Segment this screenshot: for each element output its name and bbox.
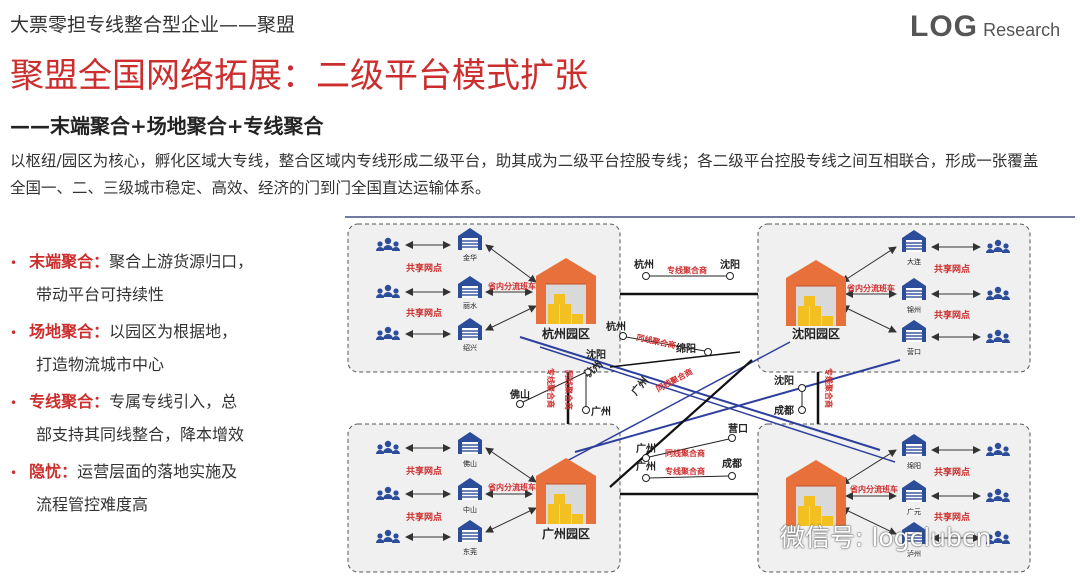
park-name: 沈阳园区	[792, 326, 840, 341]
line-aggregator-label: 专线聚合商	[824, 368, 834, 408]
wechat-watermark: 微信号: logclubcn	[780, 518, 991, 554]
route-node	[517, 401, 524, 408]
warehouse-label: 中山	[463, 505, 477, 514]
bullet-cont: 部支持其同线整合，降本增效	[10, 419, 310, 450]
cross-line-black-b	[610, 352, 740, 367]
line-aggregator-label: 专线聚合商	[665, 466, 705, 476]
bullet-concern: • 隐忧：运营层面的落地实施及 流程管控难度高	[10, 456, 310, 520]
park-name: 杭州园区	[542, 326, 590, 341]
line-aggregator-label: 专线聚合商	[546, 368, 556, 408]
route-city: 杭州	[606, 320, 626, 333]
line-aggregator-label: 专线聚合商	[667, 265, 707, 275]
route-node	[643, 455, 650, 462]
logo-big-text: LOG	[910, 10, 978, 43]
route-node	[705, 349, 712, 356]
bullet-text: 聚合上游货源归口，	[109, 252, 253, 271]
bullet-cont: 带动平台可持续性	[10, 279, 310, 310]
same-line-label: 同线聚合商	[564, 370, 574, 410]
route-city: 广州	[636, 442, 656, 455]
shared-node-label: 共享网点	[934, 466, 970, 478]
same-line-label: 同线聚合商	[665, 448, 705, 458]
route-node	[643, 273, 650, 280]
route-node	[583, 407, 590, 414]
route-city: 成都	[774, 404, 794, 417]
bullet-text: 以园区为根据地，	[109, 322, 237, 341]
shared-node-label: 共享网点	[406, 307, 442, 319]
warehouse-label: 东莞	[463, 547, 477, 556]
route-node	[643, 475, 650, 482]
shared-node-label: 共享网点	[406, 465, 442, 477]
route-city: 沈阳	[720, 258, 740, 271]
bullet-cont: 打造物流城市中心	[10, 349, 310, 380]
shared-node-label: 共享网点	[406, 262, 442, 274]
park-name: 广州园区	[542, 526, 590, 541]
bullet-text: 专属专线引入，总	[109, 392, 237, 411]
warehouse-label: 绍兴	[463, 343, 477, 352]
shared-node-label: 共享网点	[406, 511, 442, 523]
hub-bus-label: 省内分流班车	[846, 283, 895, 293]
hub-bus-label: 省内分流班车	[487, 482, 536, 492]
route-line	[649, 476, 729, 478]
route-node	[729, 435, 736, 442]
route-node	[727, 273, 734, 280]
bullet-dot-icon: •	[10, 256, 17, 270]
shared-node-label: 共享网点	[934, 309, 970, 321]
warehouse-label: 金华	[463, 253, 477, 262]
route-node	[620, 333, 627, 340]
warehouse-label: 营口	[907, 347, 921, 356]
bullet-terminal-aggregation: • 末端聚合：聚合上游货源归口， 带动平台可持续性	[10, 246, 310, 310]
logo: LOG Research	[910, 10, 1075, 50]
route-city: 沈阳	[586, 348, 606, 361]
route-node	[799, 385, 806, 392]
intro-paragraph: 以枢纽/园区为核心，孵化区域大专线，整合区域内专线形成二级平台，助其成为二级平台…	[10, 148, 1050, 202]
route-node	[729, 473, 736, 480]
same-line-label: 同线聚合商	[636, 332, 677, 350]
bullet-text: 运营层面的落地实施及	[77, 462, 237, 481]
top-title: 大票零担专线整合型企业——聚盟	[10, 10, 295, 37]
warehouse-label: 广元	[907, 507, 921, 516]
route-city: 佛山	[509, 388, 530, 401]
bullet-dot-icon: •	[10, 396, 17, 410]
shared-node-label: 共享网点	[934, 263, 970, 275]
route-city: 广州	[591, 405, 611, 418]
hub-bus-label: 省内分流班车	[849, 484, 898, 494]
route-node	[585, 369, 591, 375]
bullet-dot-icon: •	[10, 466, 17, 480]
bullet-head: 专线聚合：	[29, 392, 109, 411]
page-title: 聚盟全国网络拓展：二级平台模式扩张	[10, 48, 588, 97]
route-city: 杭州	[634, 258, 654, 271]
bullet-site-aggregation: • 场地聚合：以园区为根据地， 打造物流城市中心	[10, 316, 310, 380]
bullet-head: 隐忧：	[29, 462, 77, 481]
warehouse-label: 丽水	[463, 301, 477, 310]
subtitle: ——末端聚合+场地聚合+专线聚合	[10, 110, 324, 139]
logo-small-text: Research	[983, 20, 1060, 40]
bullet-line-aggregation: • 专线聚合：专属专线引入，总 部支持其同线整合，降本增效	[10, 386, 310, 450]
warehouse-label: 大连	[907, 257, 921, 266]
warehouse-label: 锦州	[907, 305, 921, 314]
route-city: 成都	[722, 457, 742, 470]
hub-bus-label: 省内分流班车	[487, 281, 536, 291]
route-city: 沈阳	[774, 374, 794, 387]
route-city: 广州	[636, 460, 656, 473]
warehouse-label: 佛山	[463, 459, 477, 468]
route-city: 营口	[728, 422, 748, 435]
bullet-dot-icon: •	[10, 326, 17, 340]
bullet-head: 末端聚合：	[29, 252, 109, 271]
warehouse-label: 绵阳	[907, 461, 921, 470]
bullet-head: 场地聚合：	[29, 322, 109, 341]
route-node	[799, 407, 806, 414]
bullet-cont: 流程管控难度高	[10, 489, 310, 520]
